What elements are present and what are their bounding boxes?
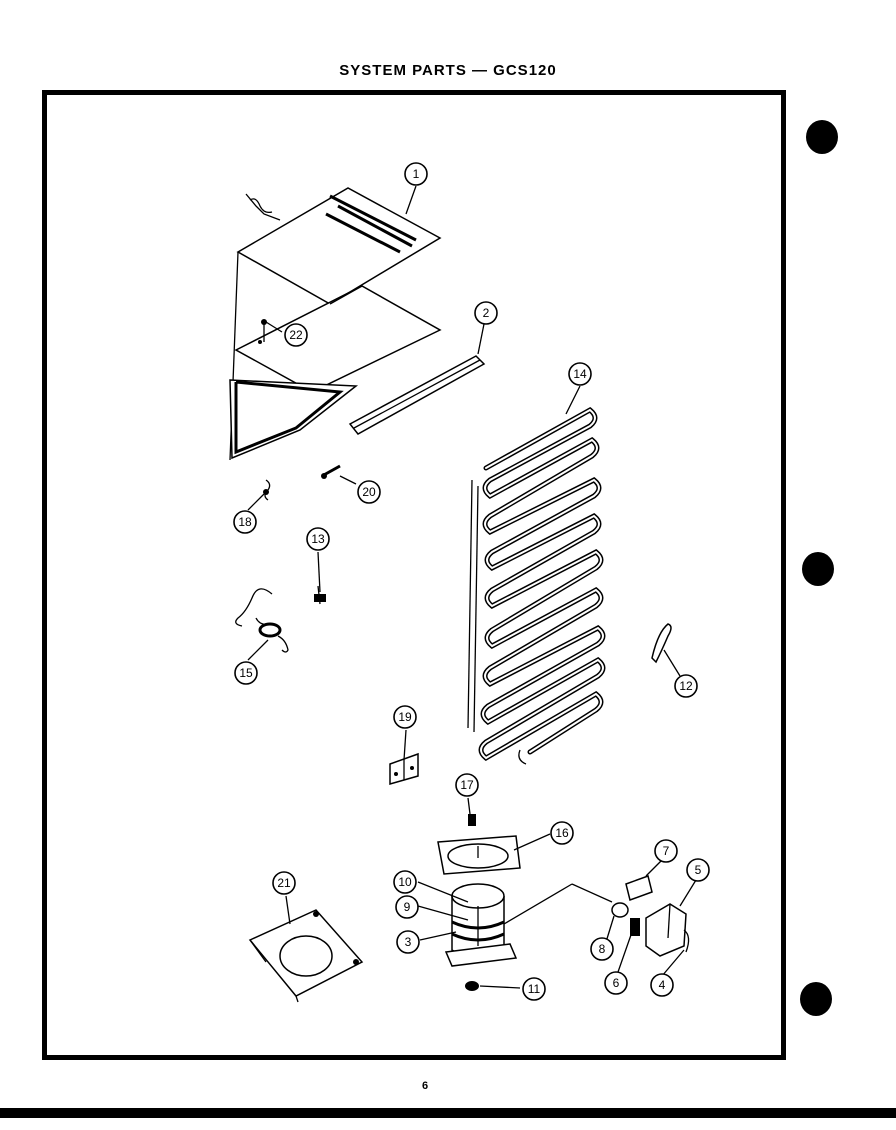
callout-18: 18: [233, 510, 257, 534]
punch-hole-bottom: [800, 982, 832, 1016]
callout-10: 10: [393, 870, 417, 894]
callout-13: 13: [306, 527, 330, 551]
callout-12: 12: [674, 674, 698, 698]
rivet-drawing: [321, 464, 341, 479]
compressor-drawing: [444, 883, 613, 991]
callout-5: 5: [686, 858, 710, 882]
callout-12-label: 12: [679, 679, 693, 693]
callout-3-label: 3: [405, 935, 412, 949]
callout-7-label: 7: [663, 844, 670, 858]
callout-16-label: 16: [555, 826, 569, 840]
callout-2-label: 2: [483, 306, 490, 320]
callout-19-label: 19: [398, 710, 412, 724]
drain-pan-drawing: [437, 835, 521, 875]
callout-1: 1: [404, 162, 428, 186]
condenser-coil-drawing: [467, 406, 606, 765]
screw-drawing: [314, 585, 326, 605]
callout-17: 17: [455, 773, 479, 797]
callout-15-label: 15: [239, 666, 253, 680]
callout-6-label: 6: [613, 976, 620, 990]
heater-wire-drawing: [235, 588, 289, 653]
clip-drawing: [651, 623, 672, 664]
callout-8-label: 8: [599, 942, 606, 956]
compressor-base-drawing: [248, 909, 364, 1003]
punch-hole-top: [806, 120, 838, 154]
callout-7: 7: [654, 839, 678, 863]
pan-screw-drawing: [468, 814, 476, 826]
callout-17-label: 17: [460, 778, 474, 792]
callout-8: 8: [590, 937, 614, 961]
callout-9-label: 9: [404, 900, 411, 914]
trim-strip-drawing: [348, 355, 486, 435]
callout-3: 3: [396, 930, 420, 954]
callout-2: 2: [474, 301, 498, 325]
bracket-drawing: [389, 752, 419, 785]
callout-20: 20: [357, 480, 381, 504]
callout-16: 16: [550, 821, 574, 845]
callout-11: 11: [522, 977, 546, 1001]
callout-18-label: 18: [238, 515, 252, 529]
callout-19: 19: [393, 705, 417, 729]
callout-5-label: 5: [695, 863, 702, 877]
callout-14: 14: [568, 362, 592, 386]
punch-hole-middle: [802, 552, 834, 586]
scan-edge-streak: [0, 1108, 896, 1118]
callout-13-label: 13: [311, 532, 325, 546]
spring-clip-drawing: [263, 479, 271, 501]
callout-6: 6: [604, 971, 628, 995]
callout-21-label: 21: [277, 876, 291, 890]
callout-10-label: 10: [398, 875, 412, 889]
callout-22: 22: [284, 323, 308, 347]
callout-15: 15: [234, 661, 258, 685]
page-number: 6: [422, 1080, 429, 1092]
callout-20-label: 20: [362, 485, 376, 499]
callout-4-label: 4: [659, 978, 666, 992]
cover-screw-drawing: [258, 319, 267, 344]
callout-1-label: 1: [413, 167, 420, 181]
callout-9: 9: [395, 895, 419, 919]
callout-21: 21: [272, 871, 296, 895]
callout-11-label: 11: [528, 982, 541, 996]
cover-panel-drawing: [229, 187, 442, 461]
relay-group-drawing: [611, 875, 690, 957]
page-title: SYSTEM PARTS — GCS120: [339, 62, 557, 79]
diagram-frame: [42, 90, 786, 1060]
callout-22-label: 22: [289, 328, 303, 342]
callout-14-label: 14: [573, 367, 587, 381]
callout-4: 4: [650, 973, 674, 997]
